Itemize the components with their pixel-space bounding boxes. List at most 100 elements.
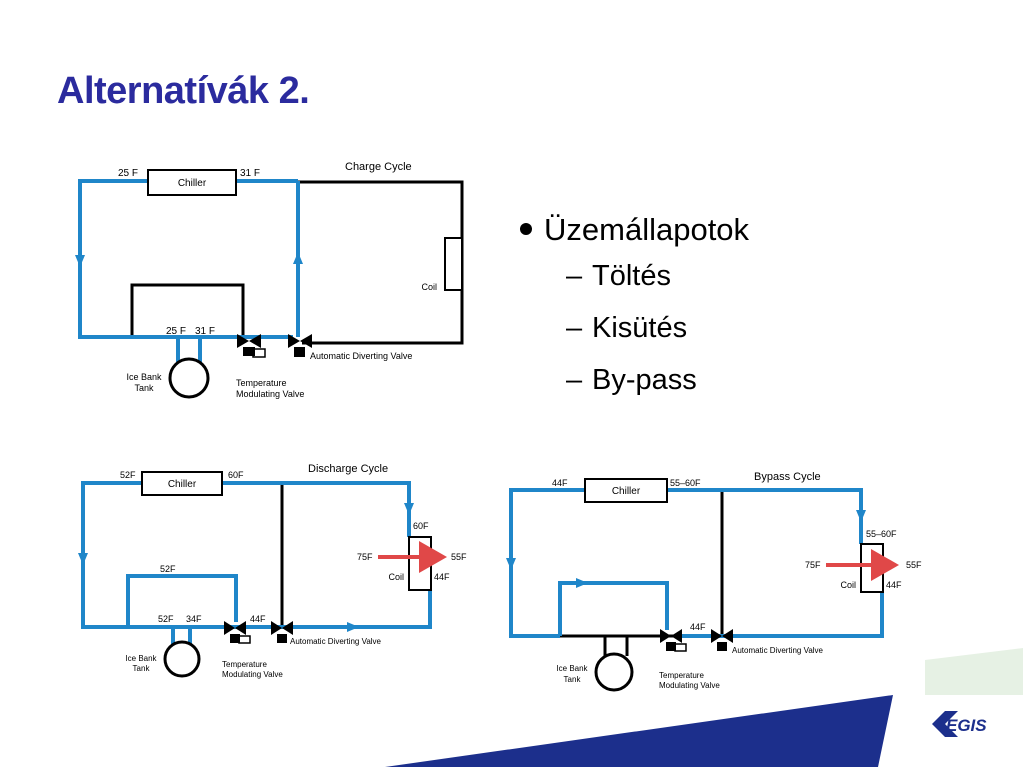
bypass-temp-valve-label: Modulating Valve — [659, 681, 720, 690]
bypass-blue-pipe-right — [674, 592, 884, 638]
charge-tank-label: Tank — [134, 383, 154, 393]
bypass-tank-label: Tank — [564, 675, 582, 684]
charge-coil-box — [444, 237, 463, 291]
discharge-diverting-valve-icon — [271, 621, 293, 643]
bypass-chiller-in-temp: 44F — [552, 478, 568, 488]
bypass-flow-arrow-down-icon — [506, 558, 516, 570]
bypass-chiller-box — [584, 478, 668, 503]
slide-title: Alternatívák 2. — [57, 70, 310, 112]
bypass-diverting-valve-label: Automatic Diverting Valve — [732, 646, 824, 655]
charge-title: Charge Cycle — [345, 161, 412, 173]
discharge-coil-label: Coil — [388, 572, 404, 582]
bypass-blue-tank-loop — [558, 581, 669, 636]
charge-temperature-valve-icon — [237, 334, 266, 358]
bullet-dot-icon — [520, 222, 532, 235]
bypass-cycle-diagram: Chiller 44F 55–60F Bypass Cycle 55–60F 7… — [506, 471, 922, 692]
bypass-chiller-out-temp: 55–60F — [670, 478, 701, 488]
charge-temp-valve-label: Modulating Valve — [236, 389, 304, 399]
charge-ice-bank-tank — [168, 357, 210, 399]
bypass-blue-pipe-top — [667, 488, 863, 544]
discharge-air-out-temp: 55F — [451, 552, 467, 562]
discharge-temp-valve-label: Temperature — [222, 660, 267, 669]
bypass-blue-pipe — [509, 488, 585, 638]
charge-diverting-valve-icon — [288, 334, 312, 357]
egis-logo-mark-icon — [932, 711, 958, 737]
charge-tank-in-temp: 25 F — [166, 326, 186, 337]
discharge-temperature-valve-icon — [224, 621, 251, 644]
bypass-coil-top-temp: 55–60F — [866, 529, 897, 539]
footer-decoration — [385, 648, 1023, 767]
bullet-sub-text: Töltés — [592, 260, 671, 292]
discharge-loop-temp: 52F — [160, 564, 176, 574]
charge-diverting-valve-label: Automatic Diverting Valve — [310, 351, 412, 361]
charge-temp-valve-label: Temperature — [236, 378, 287, 388]
bypass-ice-bank-tank — [594, 652, 634, 692]
charge-blue-pipe — [78, 179, 293, 339]
bypass-chiller-label: Chiller — [612, 486, 641, 497]
charge-chiller-label: Chiller — [178, 178, 207, 189]
discharge-coil-top-temp: 60F — [413, 521, 429, 531]
bypass-tank-label: Ice Bank — [556, 664, 588, 673]
bullet-sub-text: Kisütés — [592, 312, 688, 344]
egis-logo-text: EGIS — [946, 716, 987, 735]
bullet-sub-1: –Töltés — [520, 250, 749, 302]
footer-light-band — [925, 648, 1023, 695]
discharge-coil-box — [408, 536, 432, 591]
bypass-title: Bypass Cycle — [754, 471, 821, 483]
charge-chiller-out-temp: 31 F — [240, 168, 260, 179]
charge-flow-arrow-down-icon — [75, 255, 85, 267]
charge-flow-arrow-up-icon — [293, 252, 303, 264]
dash-icon: – — [566, 364, 583, 396]
discharge-chiller-in-temp: 52F — [120, 470, 136, 480]
charge-tank-out-temp: 31 F — [195, 326, 215, 337]
discharge-ice-bank-tank — [163, 640, 201, 678]
charge-tank-return-pipe — [130, 283, 245, 335]
discharge-blue-pipe — [81, 481, 432, 629]
discharge-flow-arrow-right-icon — [347, 622, 359, 632]
charge-tank-label: Ice Bank — [126, 372, 162, 382]
charge-chiller-in-temp: 25 F — [118, 168, 138, 179]
bypass-coil-box — [860, 543, 884, 593]
bypass-temperature-valve-icon — [660, 629, 687, 652]
discharge-blue-tank-loop — [126, 574, 238, 627]
charge-black-pipe — [298, 180, 464, 345]
bypass-diverting-valve-icon — [711, 629, 733, 651]
footer-navy-wedge — [385, 695, 893, 767]
discharge-tank-label: Ice Bank — [125, 654, 157, 663]
bypass-flow-arrow-down-icon — [856, 510, 866, 522]
bypass-coil-bottom-temp: 44F — [886, 580, 902, 590]
bypass-flow-arrow-right-icon — [576, 578, 588, 588]
discharge-chiller-box — [141, 471, 223, 496]
discharge-mix-temp: 44F — [250, 614, 266, 624]
bypass-air-in-temp: 75F — [805, 560, 821, 570]
discharge-flow-arrow-down-icon — [404, 503, 414, 515]
discharge-coil-bottom-temp: 44F — [434, 572, 450, 582]
discharge-tank-in-temp: 52F — [158, 614, 174, 624]
discharge-cycle-diagram: Chiller 52F 60F Discharge Cycle 60F 75F … — [78, 463, 467, 679]
charge-coil-label: Coil — [421, 282, 437, 292]
bullet-sub-2: –Kisütés — [520, 302, 749, 354]
discharge-chiller-label: Chiller — [168, 479, 197, 490]
bullet-sub-text: By-pass — [592, 364, 697, 396]
bullet-main: Üzemállapotok — [520, 210, 749, 250]
bypass-air-out-temp: 55F — [906, 560, 922, 570]
discharge-title: Discharge Cycle — [308, 463, 388, 475]
bullet-sub-3: –By-pass — [520, 354, 749, 406]
discharge-flow-arrow-down-icon — [78, 553, 88, 565]
charge-cycle-diagram: Chiller 25 F 31 F Charge Cycle Coil 25 F… — [75, 161, 464, 399]
discharge-temp-valve-label: Modulating Valve — [222, 670, 283, 679]
discharge-chiller-out-temp: 60F — [228, 470, 244, 480]
discharge-diverting-valve-label: Automatic Diverting Valve — [290, 637, 382, 646]
discharge-tank-label: Tank — [133, 664, 151, 673]
dash-icon: – — [566, 260, 583, 292]
bullet-main-text: Üzemállapotok — [544, 212, 750, 247]
dash-icon: – — [566, 312, 583, 344]
charge-chiller-box — [147, 169, 237, 196]
bypass-temp-valve-label: Temperature — [659, 671, 704, 680]
bypass-coil-label: Coil — [840, 580, 856, 590]
egis-logo: EGIS — [932, 711, 987, 737]
bypass-mix-temp: 44F — [690, 622, 706, 632]
discharge-air-in-temp: 75F — [357, 552, 373, 562]
bullet-list: Üzemállapotok –Töltés –Kisütés –By-pass — [520, 210, 749, 406]
